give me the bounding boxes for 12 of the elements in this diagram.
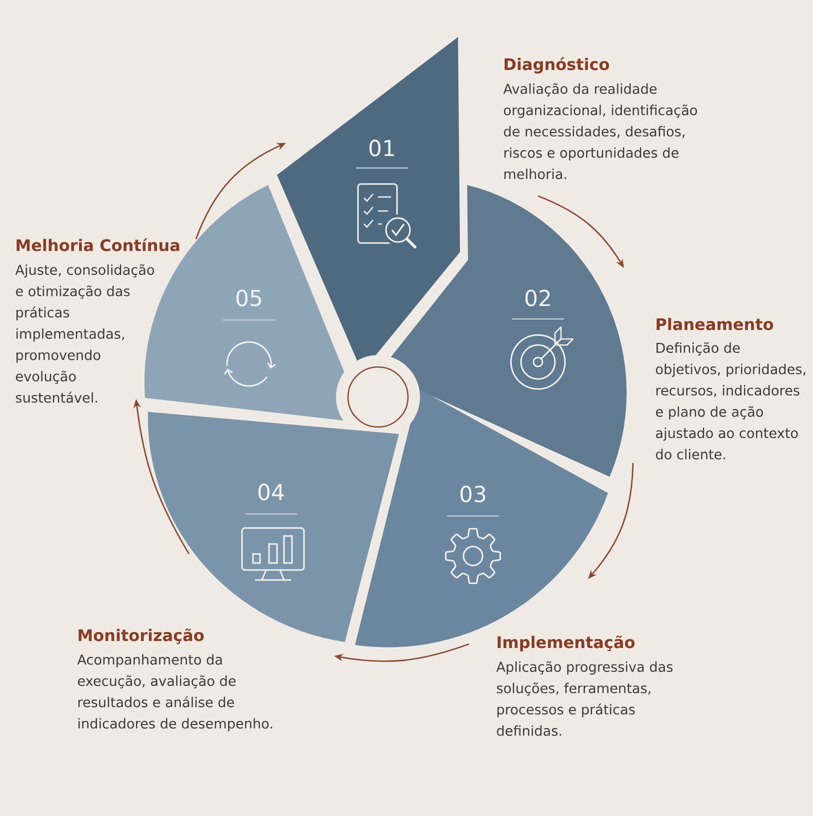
step-description: Aplicação progressiva das soluções, ferramentas, processos e práticas definidas.: [496, 661, 673, 736]
step-heading: Implementação: [498, 636, 635, 652]
step-description: Avaliação da realidade organizacional, identificação de necessidades, desafios, riscos e oportunidades de melhoria.: [503, 83, 697, 180]
step-heading: Monitorização: [78, 628, 204, 644]
step-description: Definição de objetivos, prioridades, recursos, indicadores e plano de ação ajustado ao contexto do cliente.: [656, 342, 806, 460]
step-description: Ajuste, consolidação e otimização das práticas implementadas, promovendo evolução sustentável.: [15, 264, 154, 403]
step-heading: Diagnóstico: [504, 57, 610, 74]
step-heading: Melhoria Contínua: [16, 238, 180, 252]
step-heading: Planeamento: [656, 318, 774, 330]
wheel-segment: 02: [390, 184, 627, 477]
wheel-segment: 01: [277, 37, 460, 361]
step-description: Acompanhamento da execução, avaliação de resultados e análise de indicadores de desempenho.: [77, 654, 272, 732]
